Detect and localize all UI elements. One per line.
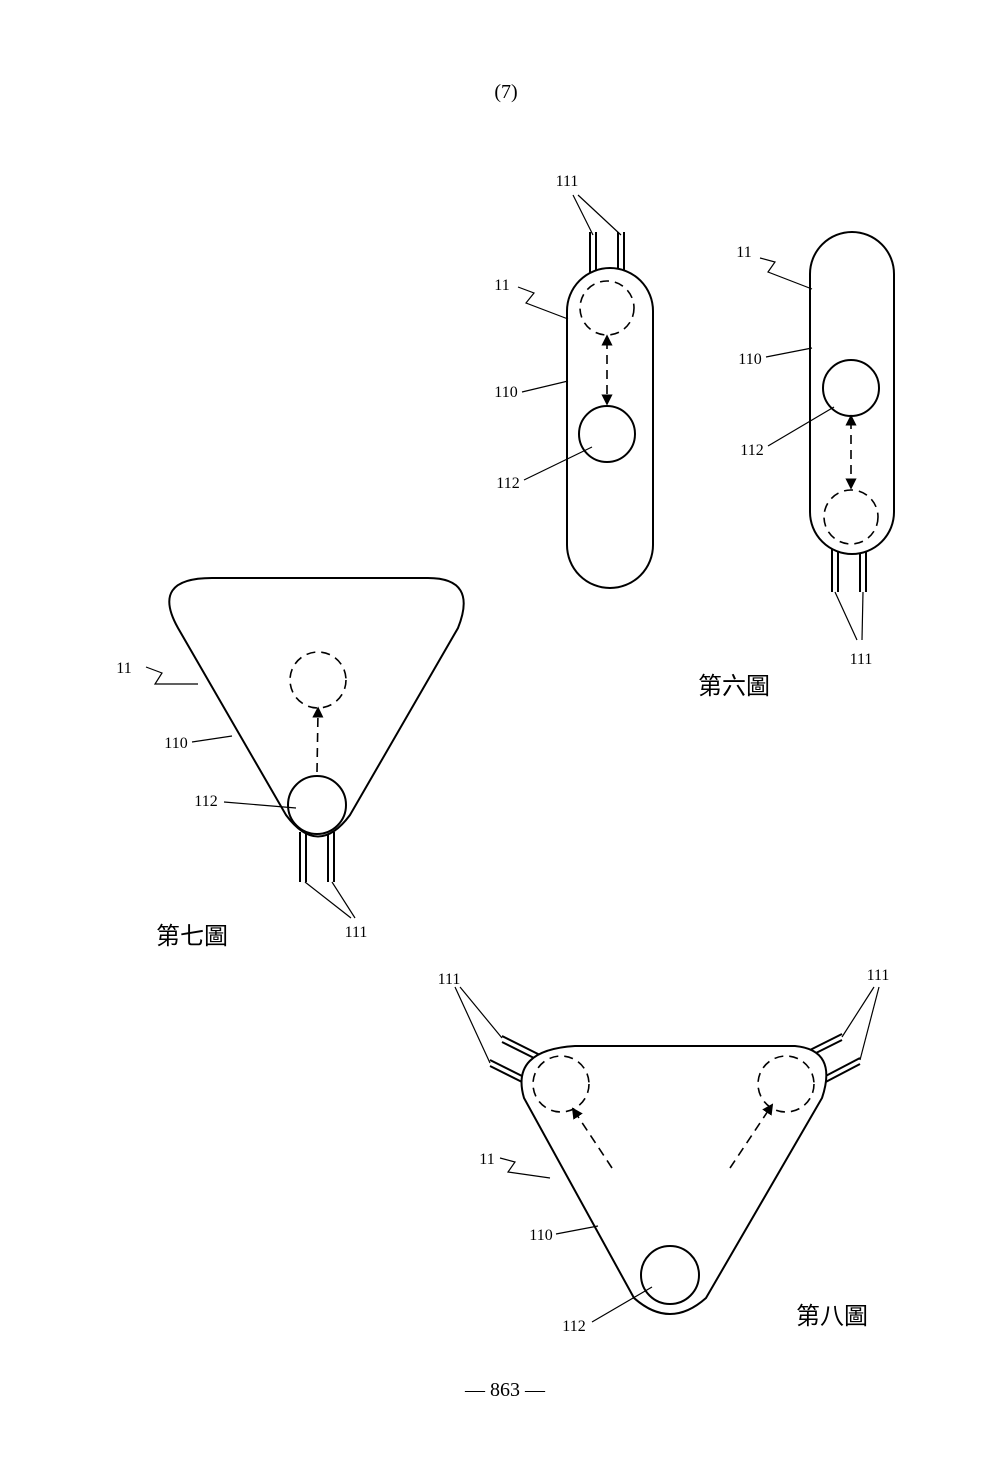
figure-8-ball: [640, 1245, 700, 1305]
label-ports: 111: [345, 924, 368, 941]
label-ball: 112: [562, 1318, 585, 1335]
figure-8-motion-arrow-right: [729, 1103, 774, 1169]
figure-6-left-ball: [578, 405, 636, 463]
label-ports: 111: [556, 173, 579, 190]
page-number: — 863 —: [464, 1379, 546, 1401]
label-ball: 112: [496, 475, 519, 492]
figure-7-device: 11 110 112 111: [116, 577, 465, 941]
figure-7-ball: [287, 775, 347, 835]
figure-8-ball-ghost-right: [757, 1055, 815, 1113]
figure-8-caption: 第八圖: [796, 1302, 868, 1330]
label-body: 110: [164, 735, 187, 752]
label-ports-right: 111: [867, 967, 890, 984]
label-ports: 111: [850, 651, 873, 668]
figure-8-ball-ghost-left: [532, 1055, 590, 1113]
figure-8-device: 111 111 11 110 112: [438, 967, 890, 1335]
figure-8-body: [520, 1045, 828, 1315]
figure-6-right-ball-ghost: [823, 489, 879, 545]
figure-6-caption: 第六圖: [698, 672, 770, 700]
figure-6-right-device: 11 110 112 111: [736, 231, 895, 668]
label-body: 110: [738, 351, 761, 368]
label-ball: 112: [740, 442, 763, 459]
figure-8-motion-arrow-left: [571, 1107, 613, 1169]
label-housing: 11: [116, 660, 131, 677]
label-housing: 11: [736, 244, 751, 261]
figure-7-caption: 第七圖: [156, 922, 228, 950]
figure-6-left-device: 111 11 110 112: [494, 173, 654, 589]
label-housing: 11: [479, 1151, 494, 1168]
label-body: 110: [529, 1227, 552, 1244]
figure-6-left-ball-ghost: [579, 280, 635, 336]
figure-7-ball-ghost: [289, 651, 347, 709]
label-housing: 11: [494, 277, 509, 294]
figure-7-motion-arrow: [312, 706, 324, 773]
label-ports-left: 111: [438, 971, 461, 988]
label-body: 110: [494, 384, 517, 401]
figure-6-left-body: [566, 267, 654, 589]
page-label: (7): [494, 81, 517, 103]
label-ball: 112: [194, 793, 217, 810]
figure-6-right-body: [809, 231, 895, 555]
figure-7-ports: [299, 832, 335, 882]
